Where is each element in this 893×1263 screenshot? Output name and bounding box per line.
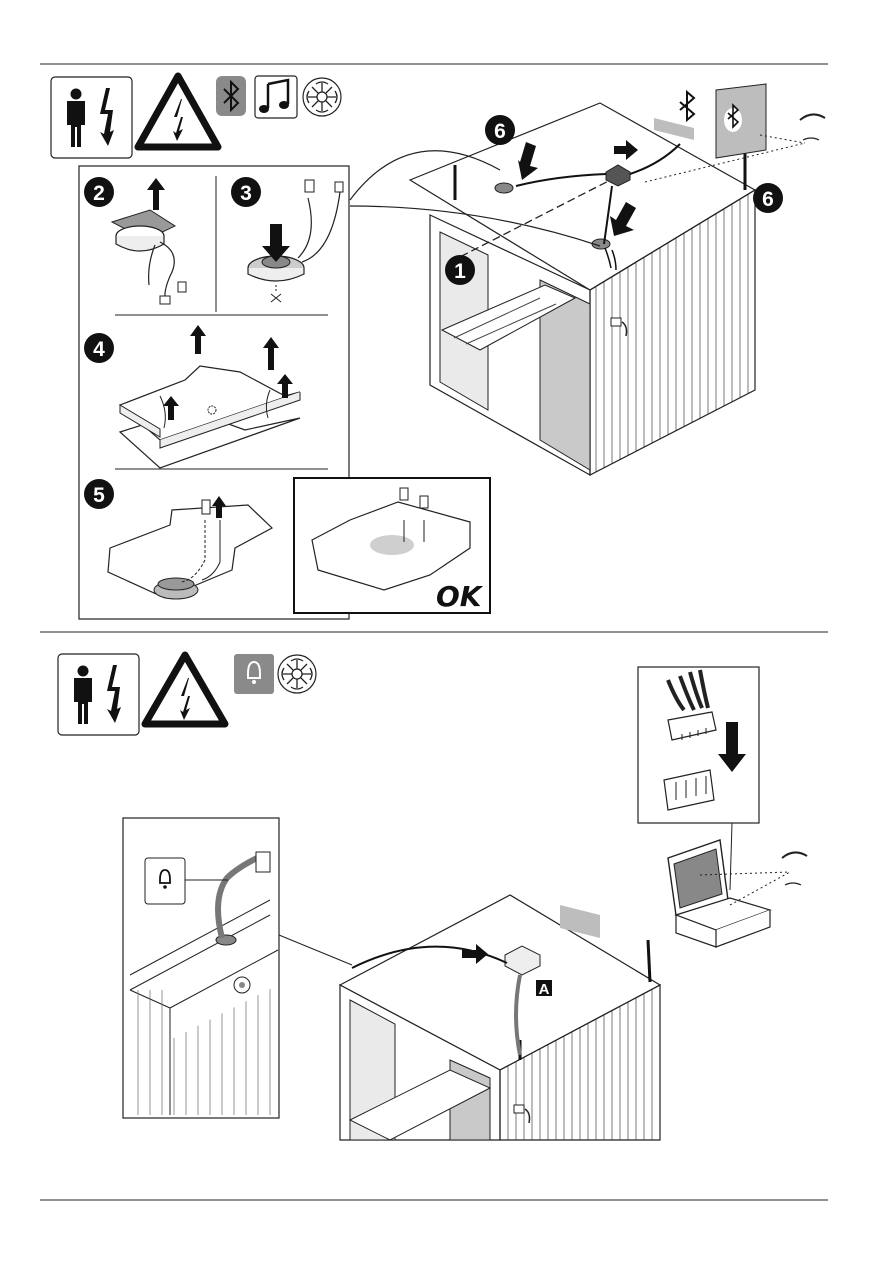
bell-icon (234, 654, 274, 694)
bluetooth-icon (680, 92, 694, 120)
electrician-icon (51, 77, 132, 158)
step-2-number: 2 (93, 182, 105, 205)
step-6-number: 6 (762, 188, 774, 211)
music-note-icon (255, 76, 297, 118)
step-6-number: 6 (494, 120, 506, 143)
part-a-label: A (536, 980, 552, 998)
ok-result-panel: OK (294, 478, 490, 613)
step-3-badge: 3 (231, 177, 261, 207)
step-6-badge: 6 (485, 115, 515, 145)
control-box-illustration (668, 840, 807, 947)
bluetooth-icon (216, 76, 246, 116)
step-4-number: 4 (93, 338, 105, 361)
step-5-number: 5 (93, 484, 105, 507)
electric-hazard-icon (138, 76, 218, 147)
step-3-number: 3 (240, 182, 252, 205)
electrician-icon (58, 654, 139, 735)
part-a-letter: A (539, 981, 550, 998)
ozone-icon (303, 78, 341, 116)
electric-hazard-icon (145, 655, 225, 724)
step-5-badge: 5 (84, 479, 114, 509)
step-1-number: 1 (454, 260, 466, 283)
roof-detail-panel (123, 818, 352, 1118)
ozone-icon (278, 655, 316, 693)
step-1-badge: 1 (445, 255, 475, 285)
ok-label: OK (436, 580, 484, 613)
step-2-badge: 2 (84, 177, 114, 207)
cabin-bottom-illustration (340, 895, 660, 1140)
cabin-top-illustration (350, 84, 825, 475)
step-4-badge: 4 (84, 333, 114, 363)
step-6-badge: 6 (753, 183, 783, 213)
